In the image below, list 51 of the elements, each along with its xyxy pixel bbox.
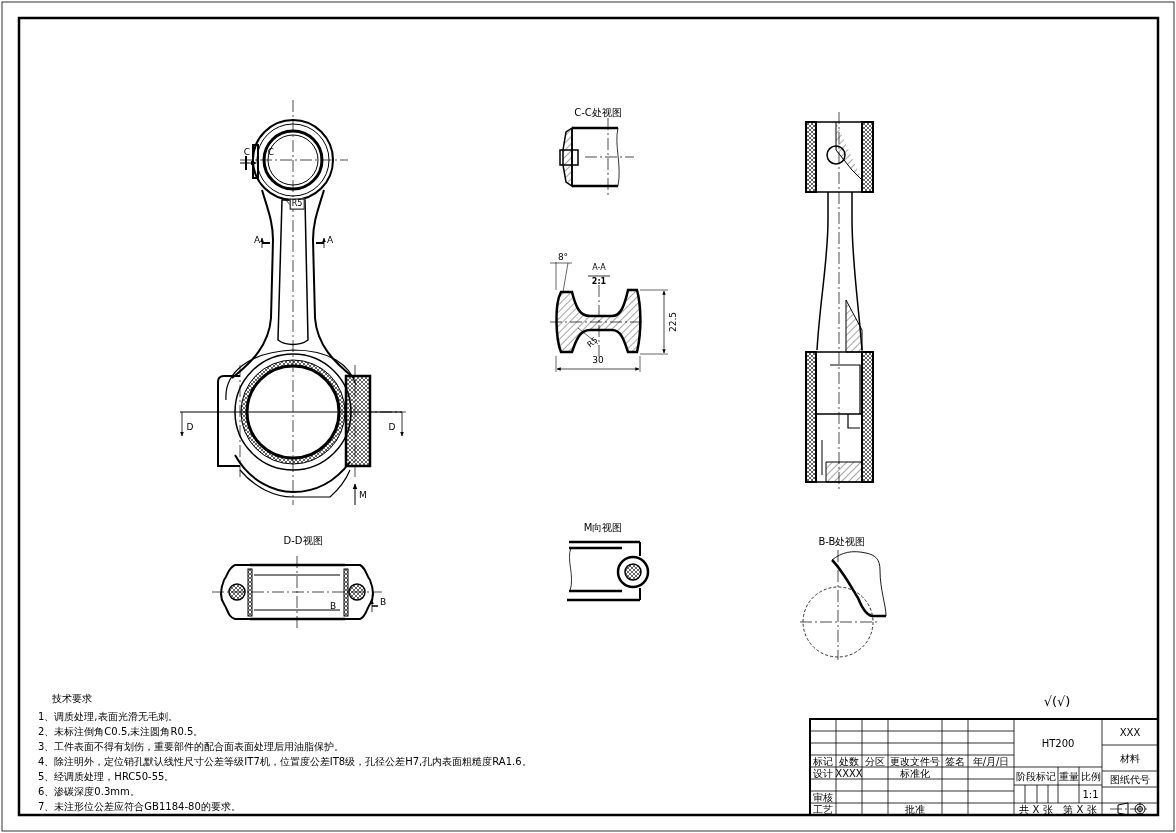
view-title: B-B处视图 (818, 535, 866, 547)
table-cell-text: 签名 (945, 755, 965, 767)
table-cell-text: 标准化 (900, 767, 930, 779)
section-letter: C (267, 148, 275, 158)
note-line: 2、未标注倒角C0.5,未注圆角R0.5。 (38, 725, 204, 737)
note-line: 4、除注明外，定位销孔默认线性尺寸公差等级IT7机，位置度公差IT8级，孔径公差H7,孔内表面粗糙度RA1.6。 (38, 755, 532, 767)
section-letter: A (253, 236, 261, 246)
view-title: A-A (592, 263, 606, 273)
note-line: 7、未注形位公差应符合GB1184-80的要求。 (38, 800, 241, 812)
table-cell-text: 设计 (813, 767, 833, 779)
radius-text: R5 (289, 198, 305, 210)
table-cell-text: HT200 (1041, 737, 1075, 749)
table-cell-text: XXX (1119, 726, 1141, 738)
dimension-text: 22.5 (669, 312, 679, 332)
dimension-text: 30 (592, 356, 604, 366)
table-cell-text: 批准 (905, 803, 925, 815)
section-letter: C (243, 148, 251, 158)
dimension-text: R5 (586, 336, 600, 350)
note-line: 3、工件表面不得有划伤，重要部件的配合面表面处理后用油脂保护。 (38, 740, 345, 752)
view-title: M向视图 (583, 521, 623, 533)
table-cell-text: 处数 (839, 755, 859, 767)
dimension-text: 8° (557, 253, 569, 263)
table-cell-text: 共 X 张 (1019, 803, 1053, 815)
table-cell-text: 比例 (1080, 770, 1101, 782)
table-cell-text: 阶段标记 (1016, 770, 1056, 782)
section-letter: D (186, 423, 194, 433)
view-letter: M (359, 491, 367, 501)
table-cell-text: 1:1 (1082, 788, 1099, 800)
table-cell-text: 第 X 张 (1063, 803, 1097, 815)
table-cell-text: 审核 (813, 791, 833, 803)
note-line: 6、渗碳深度0.3mm。 (38, 785, 140, 797)
note-line: 5、经调质处理，HRC50-55。 (38, 770, 175, 782)
roughness-symbol: √(√) (1043, 694, 1071, 710)
table-cell-text: 标记 (813, 755, 833, 767)
table-cell-text: 年/月/日 (972, 755, 1010, 767)
table-cell-text: 分区 (865, 755, 885, 767)
view-title: C-C处视图 (574, 106, 622, 118)
note-line: 1、调质处理,表面光滑无毛刺。 (38, 710, 178, 722)
section-letter: A (326, 236, 334, 246)
table-cell-text: 材料 (1120, 752, 1140, 764)
section-letter: D (388, 423, 396, 433)
table-cell-text: XXXX (835, 767, 863, 779)
table-cell-text: 重量 (1058, 770, 1079, 782)
view-title: D-D视图 (283, 534, 323, 546)
section-letter: B (379, 598, 387, 608)
table-cell-text: 图纸代号 (1110, 773, 1150, 785)
table-cell-text: 工艺 (813, 803, 833, 815)
section-letter: B (329, 602, 337, 612)
table-cell-text: 更改文件号 (890, 755, 940, 767)
note-heading: 技术要求 (52, 692, 92, 704)
scale-text: 2:1 (591, 277, 607, 287)
